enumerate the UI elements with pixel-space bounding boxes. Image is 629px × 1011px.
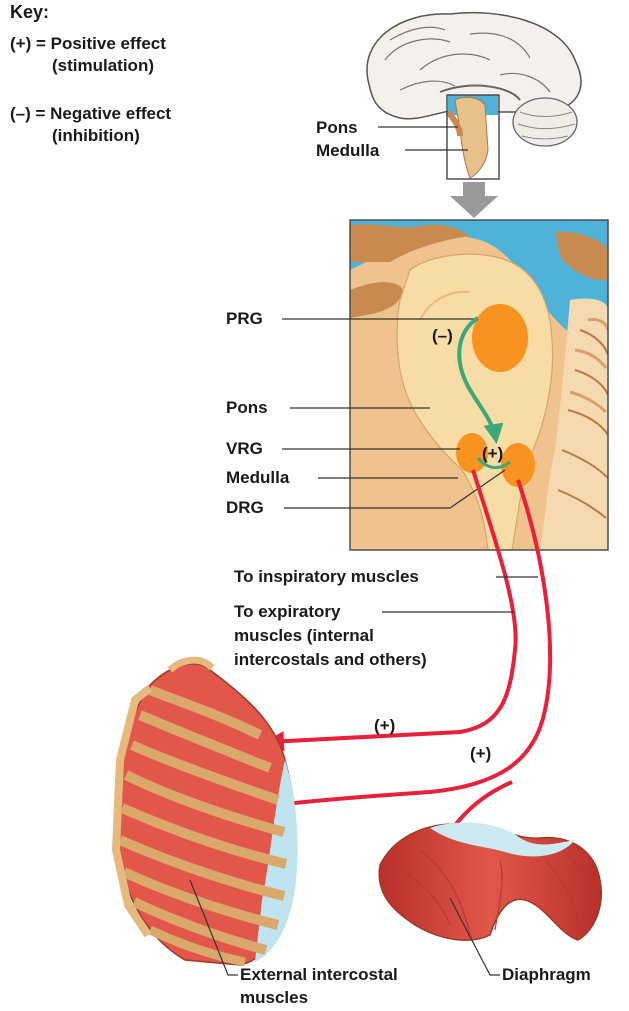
prg-label: PRG: [226, 309, 263, 329]
rib-cage-illustration: [116, 660, 298, 965]
external-intercostal-label-line1: External intercostal: [240, 965, 398, 985]
inhibition-sign: (–): [432, 326, 453, 346]
drg-label: DRG: [226, 498, 264, 518]
external-intercostal-label-line2: muscles: [240, 988, 308, 1008]
key-negative-line2: (inhibition): [52, 126, 140, 146]
sign-to-diaphragm: (+): [470, 744, 491, 764]
diaphragm-illustration: [379, 823, 601, 941]
brainstem-detail-panel: [350, 220, 608, 550]
vrg-label: VRG: [226, 439, 263, 459]
inspiratory-muscles-label: To inspiratory muscles: [234, 567, 419, 587]
stimulation-sign: (+): [482, 444, 503, 464]
expiratory-label-line2: muscles (internal: [234, 626, 374, 646]
pons-detail-label: Pons: [226, 398, 268, 418]
key-positive-line2: (stimulation): [52, 56, 154, 76]
medulla-detail-label: Medulla: [226, 468, 289, 488]
expiratory-label-line1: To expiratory: [234, 602, 340, 622]
key-positive-line1: (+) = Positive effect: [10, 34, 166, 54]
brain-pons-label: Pons: [316, 118, 358, 138]
sign-to-ribs: (+): [374, 716, 395, 736]
prg-nucleus: [472, 304, 528, 372]
key-negative-line1: (–) = Negative effect: [10, 104, 171, 124]
expiratory-label-line3: intercostals and others): [234, 650, 427, 670]
diaphragm-label: Diaphragm: [502, 965, 591, 985]
key-title: Key:: [10, 2, 49, 22]
zoom-down-arrow: [450, 182, 498, 218]
brain-medulla-label: Medulla: [316, 141, 379, 161]
